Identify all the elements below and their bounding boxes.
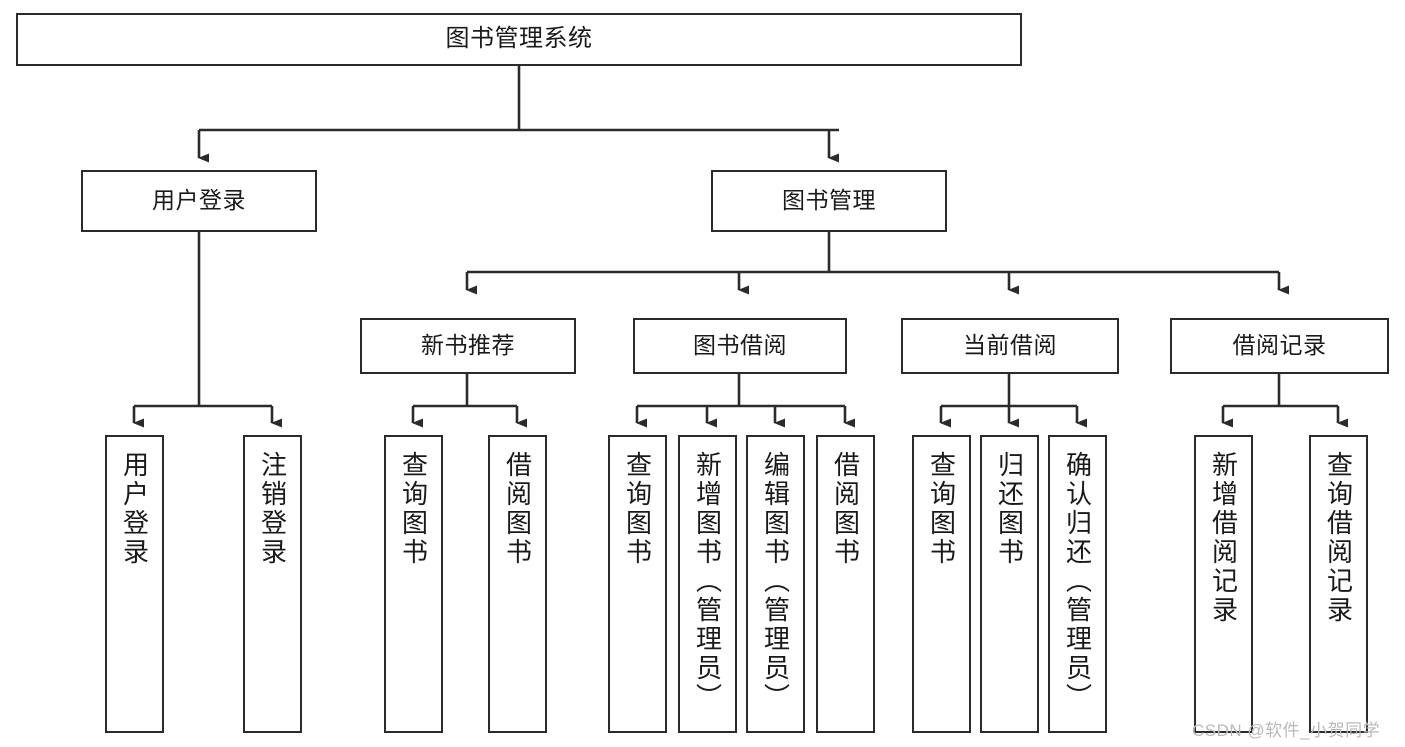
node-leaf-query-book-borrow[interactable]: 查询图书	[608, 435, 667, 733]
node-book-manage[interactable]: 图书管理	[711, 170, 947, 232]
node-user-login[interactable]: 用户登录	[81, 170, 317, 232]
node-leaf-add-borrow-record[interactable]: 新增借阅记录	[1194, 435, 1253, 733]
node-leaf-user-login[interactable]: 用户登录	[105, 435, 164, 733]
node-new-book-rec-label: 新书推荐	[421, 332, 515, 359]
node-leaf-borrow-book-rec[interactable]: 借阅图书	[488, 435, 547, 733]
node-borrow-record-label: 借阅记录	[1232, 332, 1327, 359]
node-leaf-query-book-rec-label: 查询图书	[398, 451, 429, 567]
node-current-borrow[interactable]: 当前借阅	[901, 318, 1119, 374]
node-book-borrow-label: 图书借阅	[693, 332, 787, 359]
node-leaf-return-book[interactable]: 归还图书	[980, 435, 1039, 733]
node-leaf-add-book[interactable]: 新增图书（管理员）	[678, 435, 737, 733]
node-leaf-borrow-book[interactable]: 借阅图书	[816, 435, 875, 733]
node-current-borrow-label: 当前借阅	[963, 332, 1057, 359]
node-leaf-borrow-book-rec-label: 借阅图书	[502, 451, 533, 567]
node-root-label: 图书管理系统	[445, 25, 593, 53]
node-leaf-query-book-borrow-label: 查询图书	[622, 451, 653, 567]
node-borrow-record[interactable]: 借阅记录	[1170, 318, 1389, 374]
node-leaf-return-book-label: 归还图书	[994, 451, 1025, 567]
node-leaf-query-borrow-record-label: 查询借阅记录	[1323, 451, 1354, 625]
node-root[interactable]: 图书管理系统	[16, 13, 1022, 66]
node-leaf-edit-book[interactable]: 编辑图书（管理员）	[746, 435, 805, 733]
node-leaf-logout[interactable]: 注销登录	[243, 435, 302, 733]
node-leaf-query-book-current[interactable]: 查询图书	[912, 435, 971, 733]
node-leaf-borrow-book-label: 借阅图书	[830, 451, 861, 567]
node-book-manage-label: 图书管理	[782, 187, 876, 214]
node-leaf-confirm-return[interactable]: 确认归还（管理员）	[1048, 435, 1107, 733]
node-leaf-query-book-rec[interactable]: 查询图书	[384, 435, 443, 733]
node-book-borrow[interactable]: 图书借阅	[633, 318, 847, 374]
node-leaf-add-book-label: 新增图书（管理员）	[692, 451, 723, 712]
node-leaf-logout-label: 注销登录	[257, 451, 288, 567]
node-leaf-query-book-current-label: 查询图书	[926, 451, 957, 567]
node-leaf-confirm-return-label: 确认归还（管理员）	[1062, 451, 1093, 712]
node-leaf-query-borrow-record[interactable]: 查询借阅记录	[1309, 435, 1368, 733]
node-leaf-edit-book-label: 编辑图书（管理员）	[760, 451, 791, 712]
node-leaf-user-login-label: 用户登录	[119, 451, 150, 567]
watermark: CSDN @软件_小贺同学	[1192, 721, 1381, 740]
node-user-login-label: 用户登录	[152, 187, 246, 214]
node-leaf-add-borrow-record-label: 新增借阅记录	[1208, 451, 1239, 625]
node-new-book-rec[interactable]: 新书推荐	[360, 318, 576, 374]
